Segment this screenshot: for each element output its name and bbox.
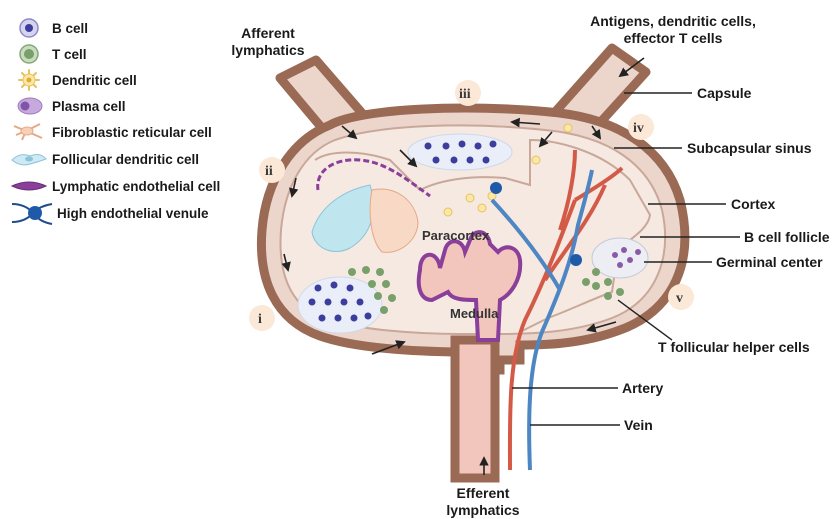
afferent-label-1: Afferent bbox=[241, 25, 295, 41]
germinal-center-label: Germinal center bbox=[716, 254, 823, 270]
b-cell-icon bbox=[20, 19, 38, 37]
legend-label-t-cell: T cell bbox=[52, 47, 87, 62]
artery-label: Artery bbox=[622, 380, 663, 396]
zone-i: i bbox=[258, 312, 262, 327]
fibroblastic-reticular-cell-icon bbox=[14, 124, 42, 140]
lymphatic-endothelial-cell-icon bbox=[12, 182, 46, 190]
legend: B cell T cell Dendritic cell Plasma cell… bbox=[12, 19, 220, 224]
medulla-label: Medulla bbox=[450, 306, 499, 321]
b-cell-follicle-label: B cell follicle bbox=[744, 229, 830, 245]
legend-label-fibroblastic-reticular-cell: Fibroblastic reticular cell bbox=[52, 125, 212, 140]
zone-v: v bbox=[676, 291, 683, 306]
efferent-lymphatic bbox=[455, 340, 495, 478]
antigens-label-2: effector T cells bbox=[624, 30, 723, 46]
legend-label-lymphatic-endothelial-cell: Lymphatic endothelial cell bbox=[52, 179, 220, 194]
efferent-label-1: Efferent bbox=[457, 485, 510, 501]
high-endothelial-venule-icon bbox=[12, 204, 52, 224]
tfh-cells-label: T follicular helper cells bbox=[658, 339, 810, 355]
high-endothelial-venule bbox=[570, 254, 582, 266]
vein-label: Vein bbox=[624, 417, 653, 433]
lymph-node: Paracortex Medulla bbox=[261, 48, 684, 478]
high-endothelial-venule-2 bbox=[490, 182, 502, 194]
zone-iv: iv bbox=[633, 121, 644, 136]
b-cell-follicle-top bbox=[408, 134, 512, 170]
legend-label-dendritic-cell: Dendritic cell bbox=[52, 73, 137, 88]
t-cell-icon bbox=[20, 45, 38, 63]
cortex-label: Cortex bbox=[731, 196, 776, 212]
subcapsular-sinus-label: Subcapsular sinus bbox=[687, 140, 812, 156]
capsule-label: Capsule bbox=[697, 85, 752, 101]
legend-label-b-cell: B cell bbox=[52, 21, 88, 36]
dendritic-cell-icon bbox=[19, 70, 39, 90]
follicular-dendritic-cell-icon bbox=[12, 155, 46, 165]
paracortex-label: Paracortex bbox=[422, 228, 490, 243]
afferent-label-2: lymphatics bbox=[231, 42, 304, 58]
antigens-label-1: Antigens, dendritic cells, bbox=[590, 13, 756, 29]
zone-iii: iii bbox=[459, 87, 471, 102]
legend-label-plasma-cell: Plasma cell bbox=[52, 99, 126, 114]
plasma-cell-icon bbox=[18, 98, 42, 114]
b-cell-follicle-right bbox=[592, 238, 648, 278]
legend-label-follicular-dendritic-cell: Follicular dendritic cell bbox=[52, 152, 199, 167]
legend-label-high-endothelial-venule: High endothelial venule bbox=[57, 206, 209, 221]
zone-ii: ii bbox=[265, 164, 273, 179]
efferent-label-2: lymphatics bbox=[446, 502, 519, 518]
